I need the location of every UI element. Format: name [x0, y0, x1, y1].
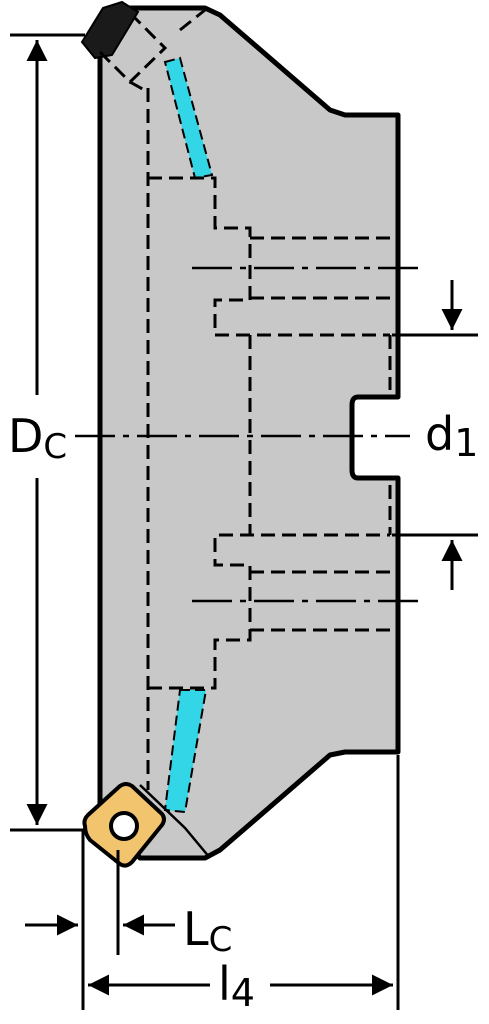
label-dc-main: D [8, 409, 43, 463]
label-d1-sub: 1 [454, 421, 478, 465]
coolant-channel-bottom [163, 689, 208, 814]
insert-screw-hole [109, 811, 139, 841]
label-l4-main: l [218, 957, 231, 1011]
inner-bore-hidden-lines [146, 88, 395, 790]
bottom-pocket-outline [139, 784, 211, 859]
label-dc-sub: C [43, 427, 67, 467]
label-d1: d1 [425, 407, 478, 465]
label-dc: DC [8, 409, 67, 467]
coolant-channel-top [163, 56, 214, 180]
label-l4: l4 [218, 957, 255, 1015]
label-lc-main: L [183, 902, 209, 956]
label-d1-main: d [425, 407, 454, 461]
top-insert [80, 0, 140, 60]
label-lc: LC [183, 902, 232, 960]
label-lc-sub: C [209, 920, 233, 960]
label-l4-sub: 4 [231, 971, 255, 1015]
top-pocket-hidden-line [98, 8, 206, 94]
